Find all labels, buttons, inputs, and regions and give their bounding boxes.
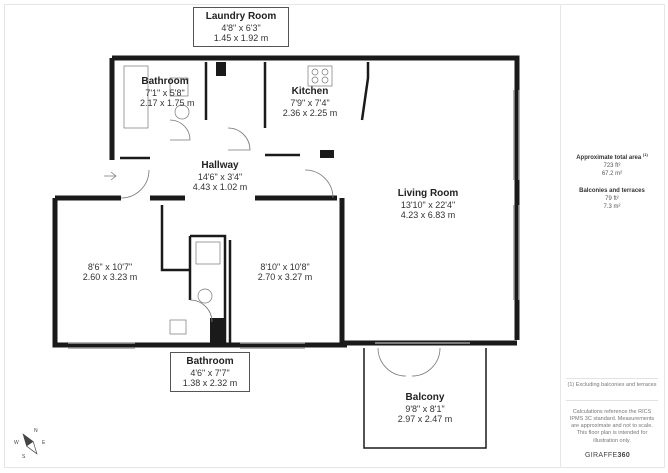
room-dim-laundry-metric: 1.45 x 1.92 m (213, 32, 269, 43)
footnote-text: (1) Excluding balconies and terraces (567, 382, 657, 388)
bathtub (123, 65, 149, 129)
room-label-kitchen: Kitchen 7'9" x 7'4" 2.36 x 2.25 m (280, 86, 340, 118)
window-living-top (513, 90, 520, 180)
door-arc-laundry (227, 127, 251, 151)
room-label-hallway: Hallway 14'6" x 3'4" 4.43 x 1.02 m (185, 160, 255, 192)
entry-arrow (104, 171, 117, 181)
window-bed-left (68, 342, 135, 349)
room-label-bedroom-mid: 8'10" x 10'8" 2.70 x 3.27 m (250, 262, 320, 283)
column-bath2 (210, 318, 225, 343)
disclaimer-text: Calculations reference the RICS IPMS 3C … (569, 409, 655, 444)
balconies-title: Balconies and terraces (579, 188, 645, 194)
room-label-bathroom-top: Bathroom 7'1" x 5'8" 2.17 x 1.75 m (140, 76, 195, 108)
room-dim-kitchen-metric: 2.36 x 2.25 m (282, 107, 338, 118)
room-dim-bathroom-bottom-imperial: 4'6" x 7'7" (190, 367, 230, 378)
footnote-block: (1) Excluding balconies and terraces (562, 382, 662, 389)
room-label-bedroom-left: 8'6" x 10'7" 2.60 x 3.23 m (75, 262, 145, 283)
room-name-kitchen: Kitchen (291, 86, 329, 97)
window-bed-mid (240, 342, 305, 349)
total-area-m: 67.2 m² (601, 170, 623, 177)
room-name-bathroom-top: Bathroom (141, 76, 189, 87)
shower-tray (195, 241, 221, 265)
room-dim-balcony-metric: 2.97 x 2.47 m (397, 413, 453, 424)
compass-e: E (42, 440, 46, 446)
compass-icon: N E S W (14, 428, 46, 460)
wall-closet (160, 205, 190, 272)
room-dim-kitchen-imperial: 7'9" x 7'4" (290, 97, 330, 108)
hob-ring-2 (321, 68, 329, 76)
bath-sink (169, 77, 189, 97)
total-area-ft: 723 ft² (603, 162, 621, 169)
wall-bath2-top (190, 234, 227, 343)
window-living-bottom (513, 205, 520, 300)
room-label-living: Living Room 13'10" x 22'4" 4.23 x 6.83 m (388, 188, 468, 220)
panel-divider-2 (566, 400, 658, 401)
room-name-bathroom-bottom: Bathroom (186, 356, 234, 367)
door-arc-balcony-left (377, 347, 407, 377)
windows (68, 90, 520, 349)
room-name-laundry: Laundry Room (205, 11, 277, 22)
hob-ring-3 (311, 76, 319, 84)
room-label-balcony: Balcony 9'8" x 8'1" 2.97 x 2.47 m (385, 392, 465, 424)
wall-blocks (210, 62, 334, 343)
outer-wall-left-lower (52, 198, 347, 348)
column-laundry (216, 62, 226, 76)
panel-divider-1 (566, 378, 658, 379)
room-name-living: Living Room (397, 188, 459, 199)
bathroom-bottom-callout: Bathroom 4'6" x 7'7" 1.38 x 2.32 m (170, 352, 250, 393)
kitchen-hob (307, 65, 333, 87)
compass-w: W (14, 440, 19, 446)
wall-kitchen-right (360, 62, 370, 121)
room-dim-laundry-imperial: 4'8" x 6'3" (221, 22, 261, 33)
brand-suffix: 360 (617, 452, 631, 459)
balconies-block: Balconies and terraces 79 ft² 7.3 m² (562, 188, 662, 211)
room-dim-living-metric: 4.23 x 6.83 m (400, 209, 456, 220)
room-dim-hallway-imperial: 14'6" x 3'4" (197, 171, 243, 182)
room-dim-bedroom-left-metric: 2.60 x 3.23 m (82, 272, 138, 283)
doors (120, 119, 441, 377)
bath2-toilet (197, 288, 213, 304)
compass-s: S (22, 454, 26, 460)
disclaimer-block: Calculations reference the RICS IPMS 3C … (566, 409, 658, 445)
balcony-rail (363, 348, 487, 449)
room-name-hallway: Hallway (201, 160, 239, 171)
room-dim-bedroom-mid-imperial: 8'10" x 10'8" (260, 262, 310, 272)
room-name-balcony: Balcony (405, 392, 445, 403)
room-dim-bedroom-left-imperial: 8'6" x 10'7" (87, 262, 133, 272)
compass-needle-icon (22, 433, 38, 455)
info-side-panel (560, 4, 665, 468)
total-area-marker: (1) (642, 152, 648, 157)
total-area-block: Approximate total area (1) 723 ft² 67.2 … (562, 152, 662, 178)
total-area-title: Approximate total area (1) (576, 152, 648, 161)
bath2-sink (169, 319, 187, 335)
balconies-m: 7.3 m² (603, 203, 621, 210)
hob-ring-4 (321, 76, 329, 84)
compass-n: N (34, 428, 38, 434)
door-arc-bed-left (120, 169, 150, 199)
room-dim-hallway-metric: 4.43 x 1.02 m (192, 181, 248, 192)
balconies-ft: 79 ft² (605, 195, 619, 202)
door-arc-living (304, 169, 334, 199)
door-arc-balcony-right (411, 347, 441, 377)
room-dim-bathroom-top-metric: 2.17 x 1.75 m (140, 97, 195, 108)
room-dim-balcony-imperial: 9'8" x 8'1" (405, 403, 445, 414)
balcony-outline (363, 348, 487, 449)
room-dim-living-imperial: 13'10" x 22'4" (400, 199, 456, 210)
thin-walls (120, 62, 370, 343)
room-dim-bedroom-mid-metric: 2.70 x 3.27 m (257, 272, 313, 283)
door-arc-bath2 (189, 299, 213, 323)
laundry-room-callout: Laundry Room 4'8" x 6'3" 1.45 x 1.92 m (193, 7, 289, 48)
fixtures (104, 65, 333, 335)
brand-prefix: GIRAFFE (585, 452, 618, 459)
room-dim-bathroom-top-imperial: 7'1" x 5'8" (145, 87, 185, 98)
outer-wall-top (112, 55, 520, 340)
door-arc-bath (169, 119, 191, 141)
room-dim-bathroom-bottom-metric: 1.38 x 2.32 m (182, 377, 238, 388)
brand-logo: GIRAFFE360 (585, 452, 630, 459)
bath-toilet (174, 104, 190, 120)
hob-ring-1 (311, 68, 319, 76)
pillar-hall (320, 150, 334, 158)
